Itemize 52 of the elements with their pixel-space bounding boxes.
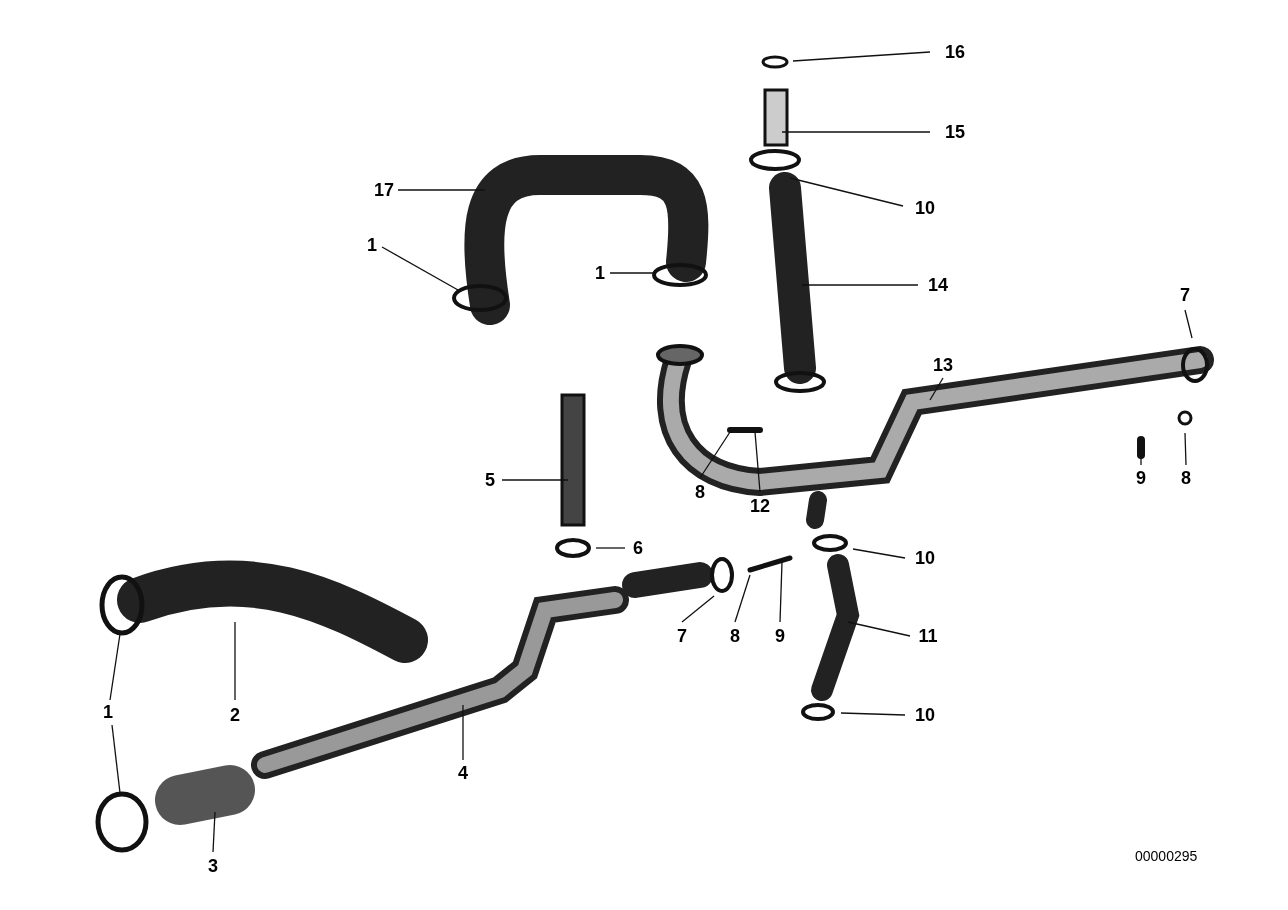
leader-line — [397, 189, 486, 191]
callout-number: 2 — [230, 705, 240, 725]
leader-line — [1184, 309, 1193, 339]
leader-line — [929, 377, 944, 401]
leader-line — [779, 561, 783, 623]
callout-number: 13 — [933, 355, 953, 375]
drawing-number: 00000295 — [1135, 848, 1198, 864]
callout-number: 1 — [595, 263, 605, 283]
callout-number: 7 — [1180, 285, 1190, 305]
callout-number: 15 — [945, 122, 965, 142]
callout-number: 12 — [750, 496, 770, 516]
leader-line — [234, 621, 236, 701]
callout-number: 16 — [945, 42, 965, 62]
leader-line — [111, 724, 121, 794]
callout-number: 1 — [103, 702, 113, 722]
callout-number: 14 — [928, 275, 948, 295]
leader-line — [852, 548, 906, 559]
leader-line — [781, 131, 931, 133]
callout-number: 4 — [458, 763, 468, 783]
callout-number: 3 — [208, 856, 218, 876]
callout-number: 1 — [367, 235, 377, 255]
callout-number: 10 — [915, 198, 935, 218]
leader-line — [381, 246, 459, 291]
leader-line — [462, 704, 464, 761]
callout-number: 10 — [915, 705, 935, 725]
leader-line — [699, 431, 731, 479]
callout-number: 8 — [730, 626, 740, 646]
callout-number: 10 — [915, 548, 935, 568]
callout-number: 7 — [677, 626, 687, 646]
leader-line — [1140, 455, 1142, 466]
leader-line — [792, 51, 931, 62]
leader-line — [501, 479, 569, 481]
leader-line — [212, 811, 216, 853]
leader-line — [754, 431, 761, 493]
leader-line — [609, 272, 656, 274]
callout-number: 17 — [374, 180, 394, 200]
callout-number: 9 — [1136, 468, 1146, 488]
leader-line — [734, 574, 751, 623]
leader-line — [109, 633, 121, 701]
leader-line — [847, 621, 911, 637]
callout-number: 6 — [633, 538, 643, 558]
callout-number: 8 — [1181, 468, 1191, 488]
leader-line — [789, 177, 904, 207]
callout-number: 5 — [485, 470, 495, 490]
leader-line — [1184, 432, 1187, 466]
leader-line — [681, 595, 715, 623]
callout-number: 8 — [695, 482, 705, 502]
callout-number: 9 — [775, 626, 785, 646]
leader-line — [840, 712, 906, 716]
callout-number: 11 — [918, 626, 938, 646]
leader-line — [801, 284, 919, 286]
leader-line — [595, 547, 626, 549]
